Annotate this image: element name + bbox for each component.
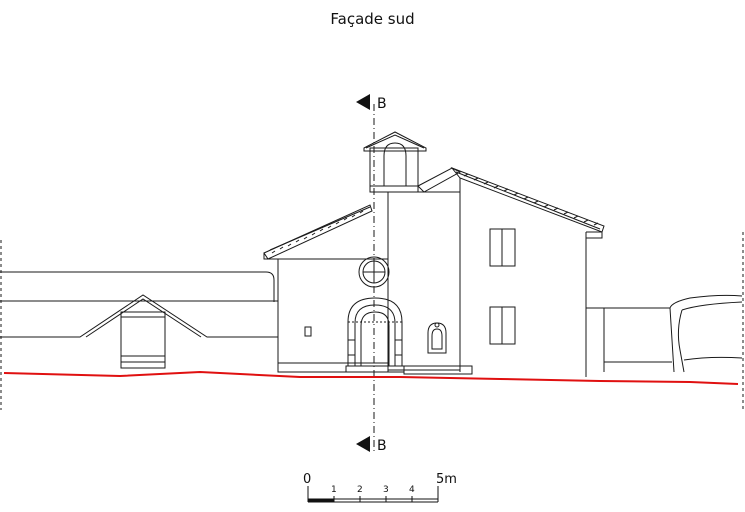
- drawing-title: Façade sud: [330, 10, 415, 28]
- arched-doorway: [345, 297, 405, 373]
- left-annex-building: [0, 271, 278, 369]
- section-marker-bottom: B: [356, 436, 387, 454]
- upper-window: [489, 228, 516, 267]
- bell-tower: [363, 131, 427, 193]
- scale-start-label: 0: [303, 472, 311, 487]
- scale-tick-2: 2: [357, 485, 363, 495]
- scale-tick-4: 4: [409, 485, 415, 495]
- scale-bar: 0 1 2 3 4 5m: [303, 472, 457, 503]
- lower-window: [489, 306, 516, 345]
- section-label-top: B: [377, 96, 387, 112]
- chapel-nave: [263, 204, 405, 373]
- chapel-house-wing: [387, 166, 605, 377]
- section-marker-top: B: [356, 94, 387, 112]
- wall-niche: [427, 322, 447, 354]
- scale-tick-1: 1: [331, 485, 337, 495]
- belfry-opening: [383, 142, 407, 187]
- annex-door: [120, 311, 166, 369]
- right-annex-wall: [586, 294, 743, 373]
- scale-tick-3: 3: [383, 485, 389, 495]
- ground-line: [3, 370, 739, 385]
- section-label-bottom: B: [377, 438, 387, 454]
- scale-end-label: 5m: [436, 472, 457, 487]
- small-window: [304, 326, 312, 337]
